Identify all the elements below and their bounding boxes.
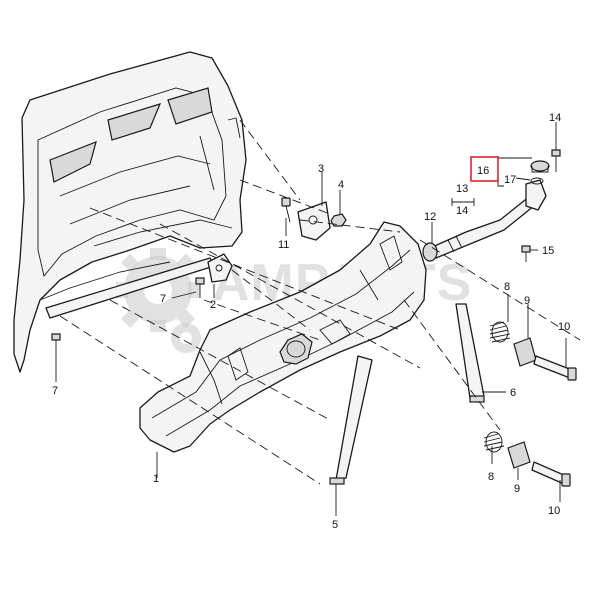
spring-lower xyxy=(483,431,505,453)
body-panel xyxy=(13,51,247,373)
callout-14-lower: 14 xyxy=(456,205,468,217)
callout-5: 5 xyxy=(332,519,338,531)
bolt-lower xyxy=(531,461,571,487)
callout-2: 2 xyxy=(210,299,216,311)
screw-14 xyxy=(551,149,561,172)
callout-4: 4 xyxy=(338,179,344,191)
leader-lines xyxy=(55,122,567,516)
fuel-tank xyxy=(139,221,427,453)
bushing-lower xyxy=(507,441,531,469)
spring-upper xyxy=(489,321,511,343)
callout-3: 3 xyxy=(318,163,324,175)
callout-9-lower: 9 xyxy=(514,483,520,495)
screw-15 xyxy=(521,245,531,262)
callout-8-lower: 8 xyxy=(488,471,494,483)
mounting-bracket xyxy=(297,201,331,241)
callout-10-lower: 10 xyxy=(548,505,560,517)
callout-1: 1 xyxy=(153,473,159,485)
bushing-upper xyxy=(513,337,537,367)
bolt-11 xyxy=(281,197,291,223)
filler-pipe xyxy=(422,179,547,262)
callout-10-upper: 10 xyxy=(558,321,570,333)
highlight-box xyxy=(470,156,499,182)
callout-15: 15 xyxy=(542,245,554,257)
callout-8-upper: 8 xyxy=(504,281,510,293)
screw-7-upper xyxy=(195,277,205,298)
tank-strap-right xyxy=(455,303,485,403)
tank-strap-left xyxy=(329,355,373,485)
bolt-upper xyxy=(533,355,577,381)
callout-13: 13 xyxy=(456,183,468,195)
callout-14-upper: 14 xyxy=(549,112,561,124)
callout-12: 12 xyxy=(424,211,436,223)
callout-7-lower: 7 xyxy=(52,385,58,397)
callout-11: 11 xyxy=(278,239,289,251)
nut xyxy=(330,213,347,227)
screw-7-lower xyxy=(51,333,61,356)
callout-6: 6 xyxy=(510,387,516,399)
callout-16: 16 xyxy=(477,165,489,177)
callout-7-upper: 7 xyxy=(160,293,166,305)
callout-9-upper: 9 xyxy=(524,295,530,307)
filler-cap xyxy=(530,160,550,173)
watermark-gear-icon xyxy=(116,248,201,353)
callouts: 1 2 3 4 5 6 7 7 8 8 9 9 10 10 11 12 13 1… xyxy=(52,112,570,531)
seal-ring xyxy=(530,177,544,185)
assembly-lines xyxy=(59,119,581,485)
callout-17: 17 xyxy=(504,174,516,186)
